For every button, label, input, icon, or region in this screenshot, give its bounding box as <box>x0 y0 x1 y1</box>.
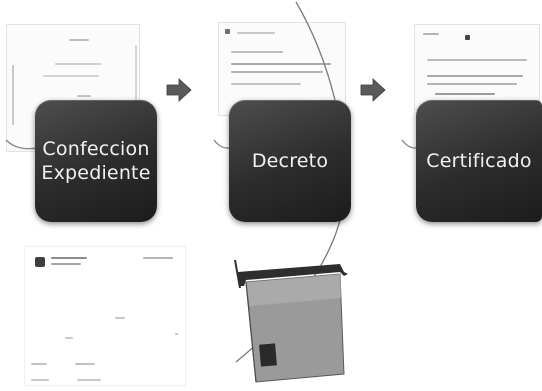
step-label: Decreto <box>251 150 329 172</box>
arrow-right-icon <box>166 78 192 102</box>
step-label: Confeccion Expediente <box>41 138 151 184</box>
step-card-confeccion-expediente: Confeccion Expediente <box>35 100 157 222</box>
step-card-certificado: Certificado <box>416 100 542 222</box>
step-card-decreto: Decreto <box>229 100 351 222</box>
document-image-certificado <box>414 24 540 110</box>
arrow-right-icon <box>360 78 386 102</box>
document-image-lower <box>24 246 186 386</box>
step-label: Certificado <box>426 150 532 172</box>
hanging-folder-icon <box>234 259 348 383</box>
